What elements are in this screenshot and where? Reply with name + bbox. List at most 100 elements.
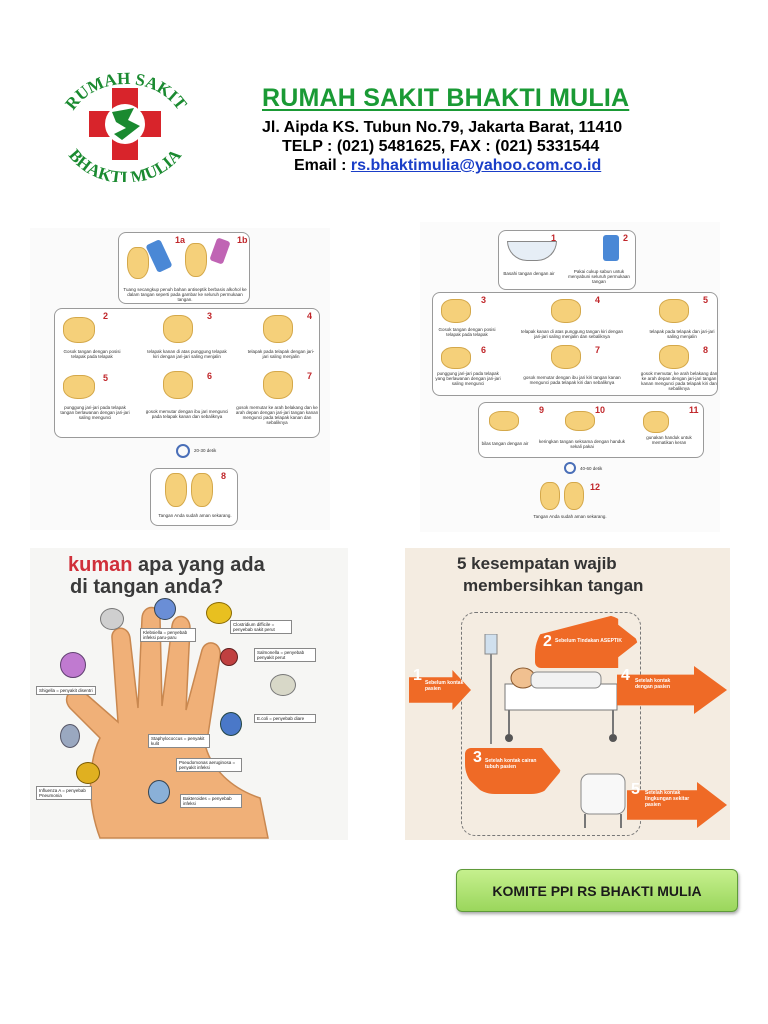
step-num-2: 2 [103,311,109,321]
handwash-caption-12: Tangan Anda sudah aman sekarang. [533,514,607,519]
germs-poster: kuman apa yang ada di tangan anda? Klebs… [30,548,348,840]
moment-2-number: 2 [543,633,552,650]
hw-step-num-4: 4 [595,295,601,305]
germ-label: Influenza A = penyebab Pneumonia [36,786,92,800]
hw-step-num-11: 11 [689,405,699,415]
handrub-caption-8: Tangan Anda sudah aman sekarang. [158,513,232,518]
ward-outline [461,612,641,836]
handwash-timer-label: 40-60 detik [580,466,603,471]
step-num-3: 3 [207,311,213,321]
germ-label: Klebsiella = penyebab infeksi paru-paru [140,628,196,642]
handrub-timer [176,444,190,458]
moment-1-number: 1 [413,667,422,684]
hw-step-num-10: 10 [595,405,606,415]
handrub-caption-1: Tuang secangkup penuh bahan antiseptik b… [123,287,247,302]
germ-label: E.coli = penyebab diare [254,714,316,723]
germ-label: Shigella = penyakit disentri [36,686,96,695]
step-num-7: 7 [307,371,313,381]
hw-step-num-5: 5 [703,295,709,305]
handwash-steps-1-2: 1 2 Basahi tangan dengan air Pakai cukup… [498,230,636,290]
germ-icon [154,598,176,620]
handwash-caption-1: Basahi tangan dengan air [503,271,555,276]
patient-bed-illustration [484,634,618,744]
handwash-steps-9-11: 9 bilas tangan dengan air 10 keringkan t… [478,402,704,458]
step-num-6: 6 [207,371,213,381]
germ-icon [100,608,124,630]
komite-ppi-button[interactable]: KOMITE PPI RS BHAKTI MULIA [456,869,738,912]
handwash-caption-11: gunakan handuk untuk mematikan keran [646,435,692,445]
email-label: Email : [294,157,351,174]
handrub-caption-5: punggung jari-jari pada telapak tangan b… [60,405,130,420]
germ-icon [60,724,80,748]
moment-3-arrow [465,748,561,794]
moments-title-line1: 5 kesempatan wajib [457,554,617,573]
hw-step-num-2: 2 [623,233,629,243]
handwash-poster: 1 2 Basahi tangan dengan air Pakai cukup… [420,222,720,532]
handwash-caption-9: bilas tangan dengan air [481,441,529,446]
hospital-email-line: Email : rs.bhaktimulia@yahoo.com.co.id [294,157,601,175]
germ-icon [60,652,86,678]
germs-title-rest: apa yang ada [132,554,265,576]
germ-icon [76,762,100,784]
handrub-caption-4: telapak pada telapak dengan jari-jari sa… [247,349,315,359]
moments-title-line2: membersihkan tangan [463,576,644,595]
germ-icon [148,780,170,804]
germ-label: Bakteroides = penyebab infeksi [180,794,242,808]
germ-label: Staphylococcus = penyakit kulit [148,734,210,748]
hw-step-num-3: 3 [481,295,487,305]
email-link[interactable]: rs.bhaktimulia@yahoo.com.co.id [350,157,602,174]
hospital-phone: TELP : (021) 5481625, FAX : (021) 533154… [282,138,600,155]
hospital-logo: RUMAH SAKIT BHAKTI MULIA [61,72,191,182]
step-num-8: 8 [221,471,227,481]
hw-step-num-1: 1 [551,233,557,243]
chair-illustration [580,773,626,828]
moment-3-number: 3 [473,749,482,766]
hw-step-num-9: 9 [539,405,545,415]
handwash-caption-7: gosok memutar dengan ibu jari kiri tanga… [523,375,621,385]
germ-label: Salmonella = penyebab penyakit perut [254,648,316,662]
germ-label: Clostridium difficile = penyebab sakit p… [230,620,292,634]
handwash-caption-3: Gosok tangan dengan posisi telapak pada … [438,327,496,337]
hw-step-num-8: 8 [703,345,709,355]
step-num-1a: 1a [175,235,186,245]
handrub-step-1: 1a 1b Tuang secangkup penuh bahan antise… [118,232,250,304]
handwash-timer [564,462,576,474]
hw-step-num-6: 6 [481,345,487,355]
step-num-5: 5 [103,373,109,383]
hw-step-num-7: 7 [595,345,601,355]
handwash-caption-8: gosok memutar, ke arah belakang dan ke a… [640,371,718,391]
germ-icon [270,674,296,696]
handrub-caption-7: gosok memutar ke arah belakang dan ke ar… [235,405,319,425]
moment-2-label: Sebelum Tindakan ASEPTIK [555,638,622,644]
germs-title-red: kuman [68,554,133,576]
moment-5-number: 5 [631,781,640,798]
handrub-timer-label: 20-30 detik [194,448,217,453]
handrub-caption-3: telapak kanan di atas punggung telapak k… [147,349,227,359]
germ-icon [220,648,238,666]
handwash-steps-3-8: 3 Gosok tangan dengan posisi telapak pad… [432,292,718,396]
handwash-caption-4: telapak kanan di atas punggung tangan ki… [520,329,624,339]
germs-title-line1: kuman apa yang ada [68,554,265,577]
handrub-poster: 1a 1b Tuang secangkup penuh bahan antise… [30,228,330,530]
handwash-caption-6: punggung jari-jari pada telapak yang ber… [435,371,501,386]
step-num-1b: 1b [237,235,248,245]
germ-label: Pseudomonas aeruginosa = penyakit infeks… [176,758,242,772]
handwash-caption-2: Pakai cukup sabun untuk menyabuni seluru… [568,269,630,284]
handwash-step-12: 12 Tangan Anda sudah aman sekarang. [530,480,610,530]
five-moments-poster: 5 kesempatan wajib membersihkan tangan 1… [405,548,730,840]
step-num-4: 4 [307,311,313,321]
moment-5-label: Setelah kontak lingkungan sekitar pasien [645,790,690,808]
handrub-steps-2-7: 2 Gosok tangan dengan posisi telapak pad… [54,308,320,438]
germ-icon [206,602,232,624]
handwash-caption-10: keringkan tangan seksama dengan handuk s… [538,439,626,449]
moment-3-label: Setelah kontak cairan tubuh pasien [485,758,537,770]
hw-step-num-12: 12 [590,482,601,492]
germ-icon [220,712,242,736]
hospital-address: Jl. Aipda KS. Tubun No.79, Jakarta Barat… [262,119,623,136]
handwash-caption-5: telapak pada telapak dan jari-jari salin… [649,329,715,339]
handrub-caption-6: gosok memutar dengan ibu jari mengunci p… [145,409,229,419]
hospital-name: RUMAH SAKIT BHAKTI MULIA [262,84,630,112]
handrub-step-8: 8 Tangan Anda sudah aman sekarang. [150,468,238,526]
moment-1-label: Sebelum kontak pasien [425,680,464,692]
moment-4-label: Setelah kontak dengan pasien [635,678,671,690]
